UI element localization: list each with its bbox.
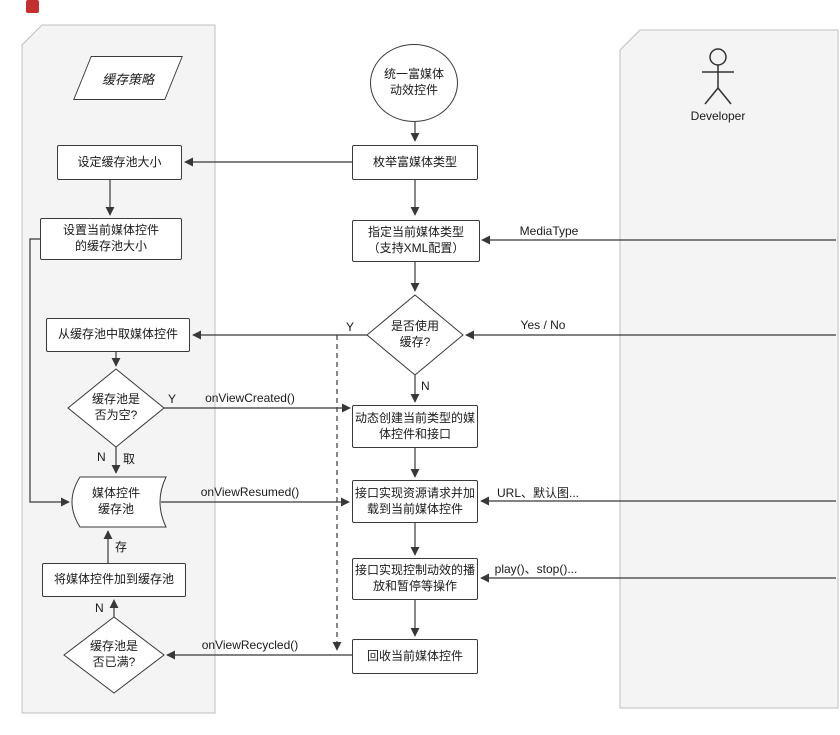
node-set-current-pool-size: 设置当前媒体控件 的缓存池大小 bbox=[40, 218, 182, 260]
label-onviewrecycled: onViewRecycled() bbox=[201, 638, 299, 652]
node-load-resource: 接口实现资源请求并加 载到当前媒体控件 bbox=[352, 480, 478, 523]
edge-set-current-to-pool bbox=[29, 238, 70, 507]
label-take: 取 bbox=[123, 452, 136, 466]
decision-pool-full-shape bbox=[63, 616, 165, 694]
node-recycle-control: 回收当前媒体控件 bbox=[352, 639, 478, 674]
node-media-pool-label: 媒体控件 缓存池 bbox=[91, 486, 140, 516]
label-onviewcreated: onViewCreated() bbox=[205, 391, 295, 405]
label-n-use-cache: N bbox=[421, 379, 430, 393]
node-enumerate-media-types: 枚举富媒体类型 bbox=[352, 145, 478, 180]
media-pool-storage-shape bbox=[71, 476, 167, 528]
node-take-from-pool: 从缓存池中取媒体控件 bbox=[46, 318, 190, 352]
label-y-use-cache: Y bbox=[346, 320, 355, 334]
label-n-pool-full: N bbox=[95, 601, 104, 615]
corner-mark-icon bbox=[26, 0, 39, 13]
developer-label: Developer bbox=[690, 109, 746, 123]
decision-use-cache-label: 是否使用 缓存? bbox=[390, 319, 439, 349]
decision-pool-full-label: 缓存池是 否已满? bbox=[89, 639, 138, 669]
label-n-pool-empty: N bbox=[97, 450, 106, 464]
label-url-default: URL、默认图... bbox=[496, 486, 580, 500]
node-specify-media-type: 指定当前媒体类型 （支持XML配置） bbox=[352, 220, 480, 262]
cache-strategy-title-label: 缓存策略 bbox=[101, 71, 154, 87]
developer-panel bbox=[619, 29, 839, 709]
label-y-pool-empty: Y bbox=[168, 392, 177, 406]
node-control-playback: 接口实现控制动效的播 放和暂停等操作 bbox=[352, 558, 478, 600]
node-add-to-pool: 将媒体控件加到缓存池 bbox=[42, 563, 186, 597]
connectors bbox=[29, 122, 836, 660]
decision-pool-empty-label: 缓存池是 否为空? bbox=[91, 392, 140, 422]
label-onviewresumed: onViewResumed() bbox=[200, 485, 300, 499]
cache-strategy-title: 缓存策略 bbox=[73, 56, 183, 100]
label-mediatype: MediaType bbox=[519, 224, 579, 238]
node-set-pool-size: 设定缓存池大小 bbox=[57, 145, 182, 180]
developer-actor-icon bbox=[702, 48, 734, 105]
label-store: 存 bbox=[115, 540, 128, 554]
label-play-stop: play()、stop()... bbox=[494, 562, 578, 576]
node-create-control: 动态创建当前类型的媒 体控件和接口 bbox=[352, 405, 478, 448]
cache-strategy-panel bbox=[21, 24, 216, 714]
label-yes-no: Yes / No bbox=[520, 318, 566, 332]
node-start: 统一富媒体 动效控件 bbox=[370, 44, 458, 122]
